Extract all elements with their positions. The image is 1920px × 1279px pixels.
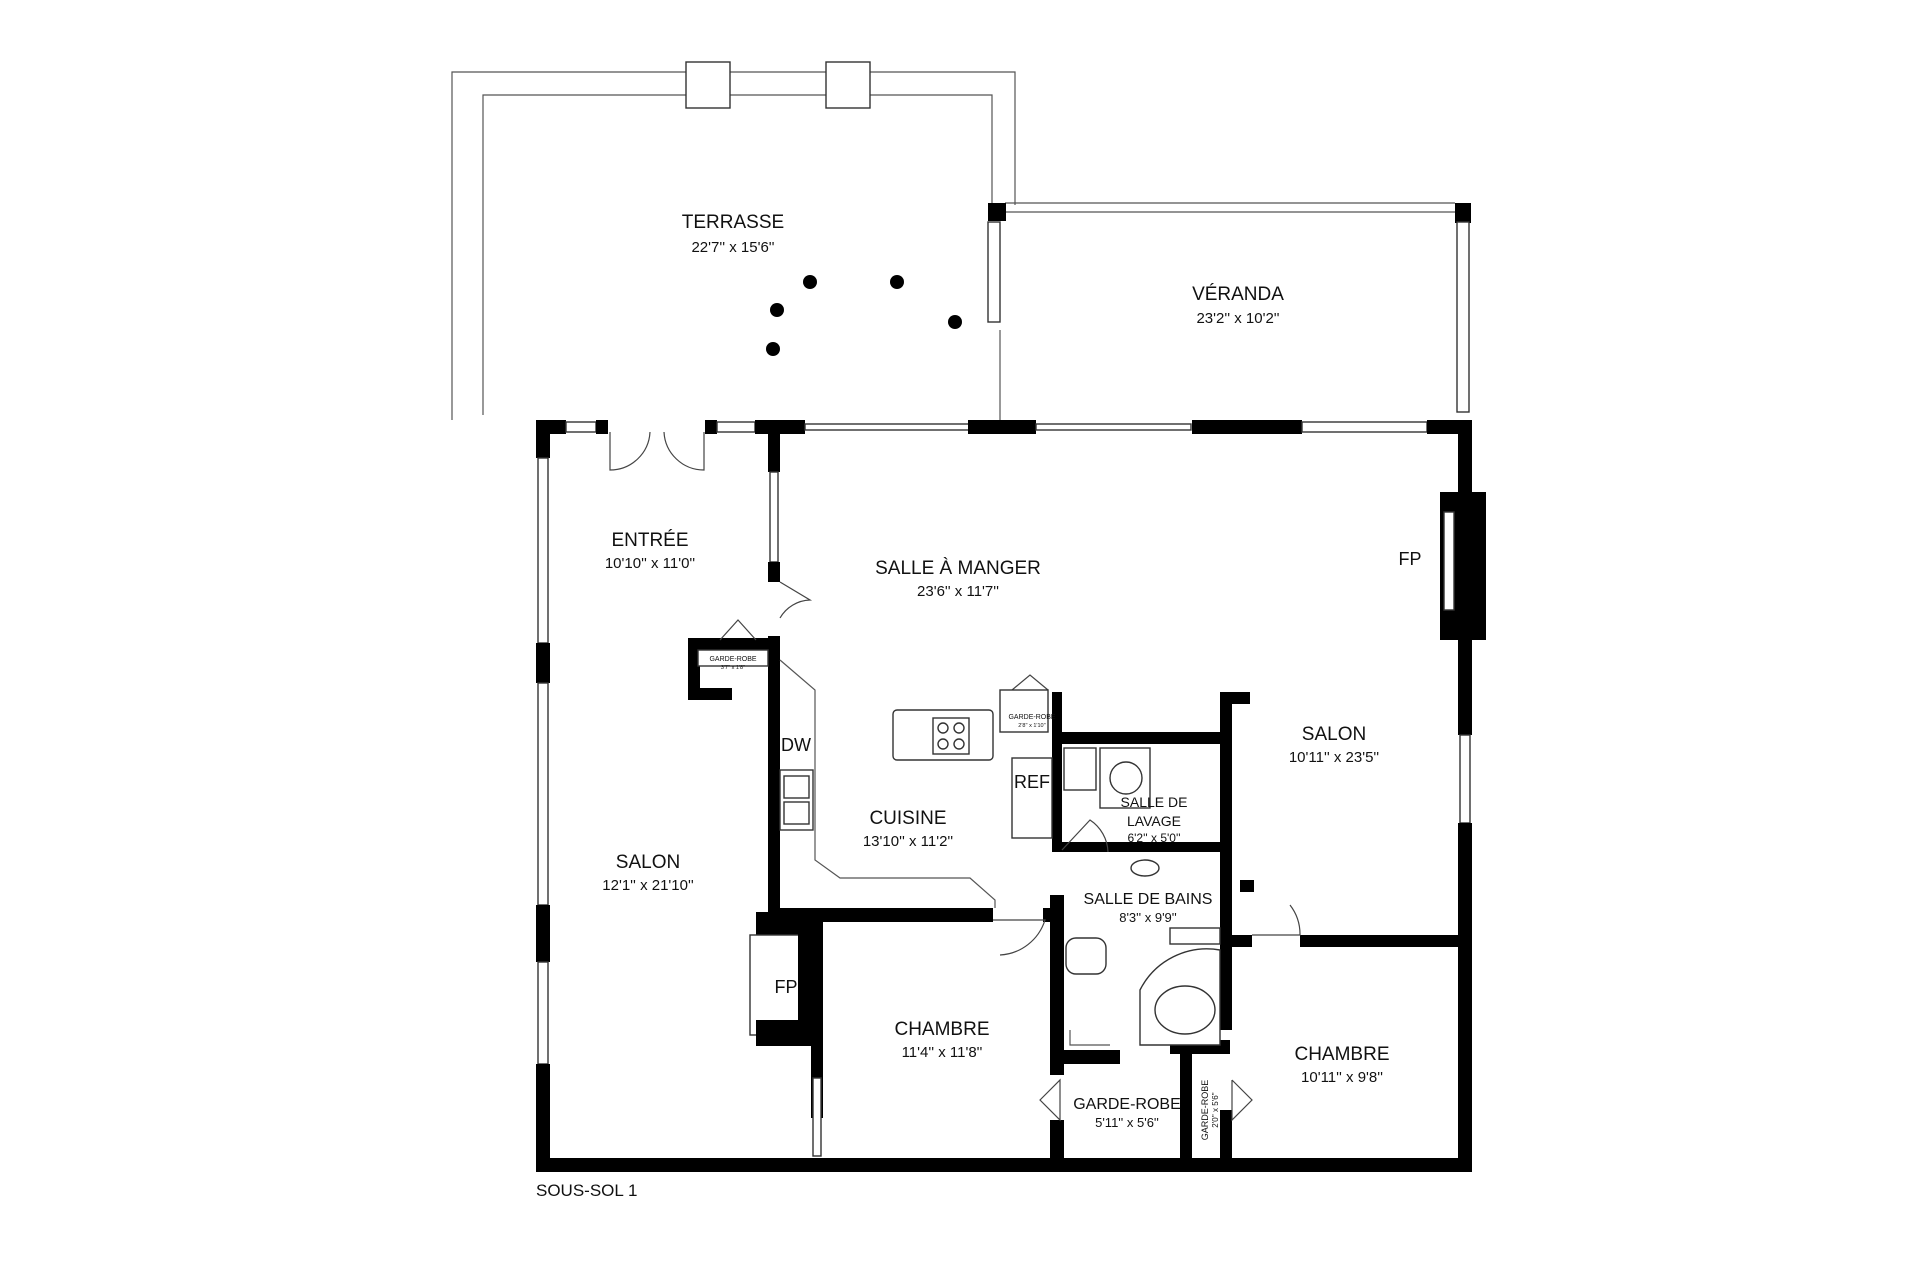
terrasse-post bbox=[890, 275, 904, 289]
terrasse-post bbox=[948, 315, 962, 329]
room-dims-salle-manger: 23'6'' x 11'7'' bbox=[917, 583, 999, 600]
room-name-salle-lavage-2: LAVAGE bbox=[1127, 813, 1181, 829]
room-dims-chambre-right: 10'11'' x 9'8'' bbox=[1301, 1069, 1383, 1086]
room-name-salle-lavage-1: SALLE DE bbox=[1121, 794, 1188, 810]
room-name-garde-robe-main: GARDE-ROBE bbox=[1073, 1096, 1181, 1113]
room-name-terrasse: TERRASSE bbox=[682, 212, 784, 233]
doors bbox=[609, 431, 1301, 1122]
terrasse-post bbox=[803, 275, 817, 289]
room-dims-garde-robe-vertical: 2'0'' x 5'6'' bbox=[1211, 1092, 1220, 1128]
terrasse-pillar bbox=[685, 61, 731, 109]
room-dims-cuisine: 13'10'' x 11'2'' bbox=[863, 833, 953, 850]
room-dims-salle-lavage: 6'2'' x 5'0'' bbox=[1127, 831, 1180, 845]
room-name-salle-manger: SALLE À MANGER bbox=[875, 558, 1041, 579]
room-labels: TERRASSE 22'7'' x 15'6'' VÉRANDA 23'2'' … bbox=[536, 212, 1422, 1200]
room-name-salon-left: SALON bbox=[616, 852, 680, 873]
bathroom-fixtures bbox=[1065, 859, 1221, 1046]
room-name-veranda: VÉRANDA bbox=[1192, 284, 1284, 305]
room-dims-salon-right: 10'11'' x 23'5'' bbox=[1289, 749, 1379, 766]
room-name-salle-bains: SALLE DE BAINS bbox=[1084, 891, 1213, 908]
room-dims-entree: 10'10'' x 11'0'' bbox=[605, 555, 695, 572]
room-name-chambre-right: CHAMBRE bbox=[1294, 1044, 1389, 1065]
room-dims-garde-robe-entree: 3'7'' x 1'8'' bbox=[721, 665, 745, 671]
terrasse-pillar bbox=[825, 61, 871, 109]
dishwasher-label: DW bbox=[781, 735, 811, 755]
room-name-garde-robe-entree: GARDE-ROBE bbox=[709, 656, 756, 663]
bath-sink-icon bbox=[1130, 859, 1160, 877]
room-dims-chambre-left: 11'4'' x 11'8'' bbox=[902, 1044, 983, 1061]
veranda-outline bbox=[987, 202, 1471, 420]
room-dims-terrasse: 22'7'' x 15'6'' bbox=[691, 239, 774, 256]
terrasse-post bbox=[770, 303, 784, 317]
terrasse-post bbox=[766, 342, 780, 356]
refrigerator-icon bbox=[1011, 757, 1053, 839]
room-dims-garde-robe-main: 5'11'' x 5'6'' bbox=[1095, 1115, 1159, 1130]
exterior-walls bbox=[536, 420, 1486, 1172]
fireplace-left-label: FP bbox=[774, 977, 797, 997]
room-name-chambre-left: CHAMBRE bbox=[894, 1019, 989, 1040]
fireplace-right-label: FP bbox=[1398, 549, 1421, 569]
cooktop-icon bbox=[932, 717, 970, 755]
room-dims-veranda: 23'2'' x 10'2'' bbox=[1196, 310, 1279, 327]
room-name-salon-right: SALON bbox=[1302, 724, 1366, 745]
kitchen-fixtures bbox=[779, 659, 1151, 908]
terrasse-outline bbox=[451, 61, 1016, 420]
room-dims-garde-robe-cuisine: 2'8'' x 1'10'' bbox=[1018, 723, 1045, 729]
room-name-garde-robe-vertical: GARDE-ROBE bbox=[1200, 1080, 1210, 1141]
room-dims-salon-left: 12'1'' x 21'10'' bbox=[602, 877, 694, 894]
room-dims-salle-bains: 8'3'' x 9'9'' bbox=[1119, 910, 1177, 925]
toilet-icon bbox=[1065, 937, 1107, 975]
room-name-entree: ENTRÉE bbox=[611, 530, 688, 551]
refrigerator-label: REF bbox=[1014, 772, 1050, 792]
level-label: SOUS-SOL 1 bbox=[536, 1181, 637, 1200]
laundry-sink-icon bbox=[1063, 747, 1097, 791]
room-name-cuisine: CUISINE bbox=[869, 808, 946, 829]
room-name-garde-robe-cuisine: GARDE-ROBE bbox=[1008, 714, 1055, 721]
